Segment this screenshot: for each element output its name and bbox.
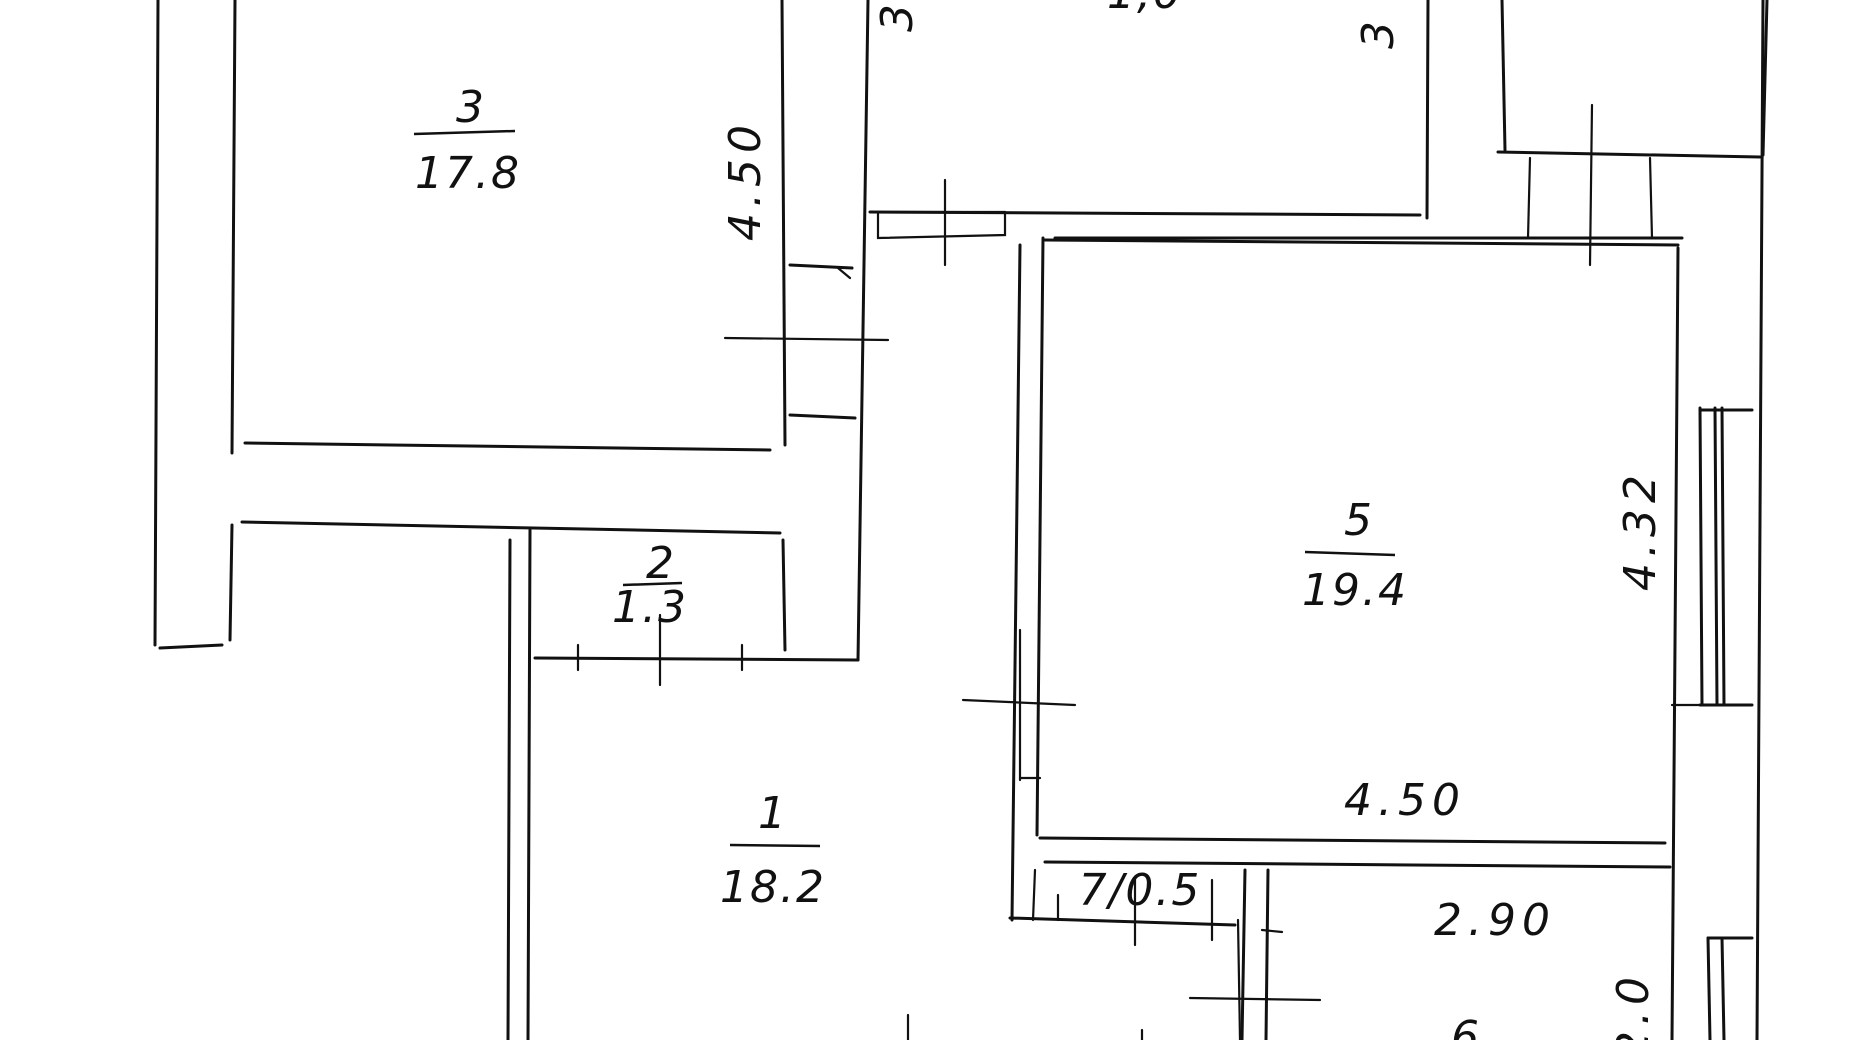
room-3-height-dimension: 4.50 xyxy=(720,119,771,241)
room-3-fraction-bar xyxy=(413,129,516,136)
room-1-fraction-bar xyxy=(729,843,821,848)
room-5-height-dimension: 4.32 xyxy=(1615,469,1666,591)
room-2-number: 2 xyxy=(646,538,674,589)
room-2-fraction-bar xyxy=(622,581,683,587)
room-3-number: 3 xyxy=(456,82,484,133)
walls xyxy=(153,0,1769,1040)
room-3-area: 17.8 xyxy=(415,148,521,199)
room-5-number: 5 xyxy=(1344,495,1372,546)
room-5-fraction-bar xyxy=(1304,550,1396,557)
room-5-width-dimension: 4.50 xyxy=(1344,775,1466,826)
door-and-tick-marks xyxy=(576,103,1702,1040)
room-6-number: 6 xyxy=(1451,1012,1479,1040)
top-left-partial-dimension: 3 xyxy=(872,0,923,32)
room-6-width-dimension: 2.90 xyxy=(1434,895,1556,946)
top-right-partial-dimension: 3 xyxy=(1353,15,1404,49)
room-2-area: 1.3 xyxy=(612,582,688,633)
room-5-area: 19.4 xyxy=(1302,565,1408,616)
room-1-area: 18.2 xyxy=(720,862,826,913)
room-7-label: 7/0.5 xyxy=(1079,865,1202,916)
room-1-number: 1 xyxy=(758,788,786,839)
room-6-height-dimension-partial: 2.0 xyxy=(1608,971,1659,1040)
top-room-area-partial: 1,0 xyxy=(1107,0,1183,19)
